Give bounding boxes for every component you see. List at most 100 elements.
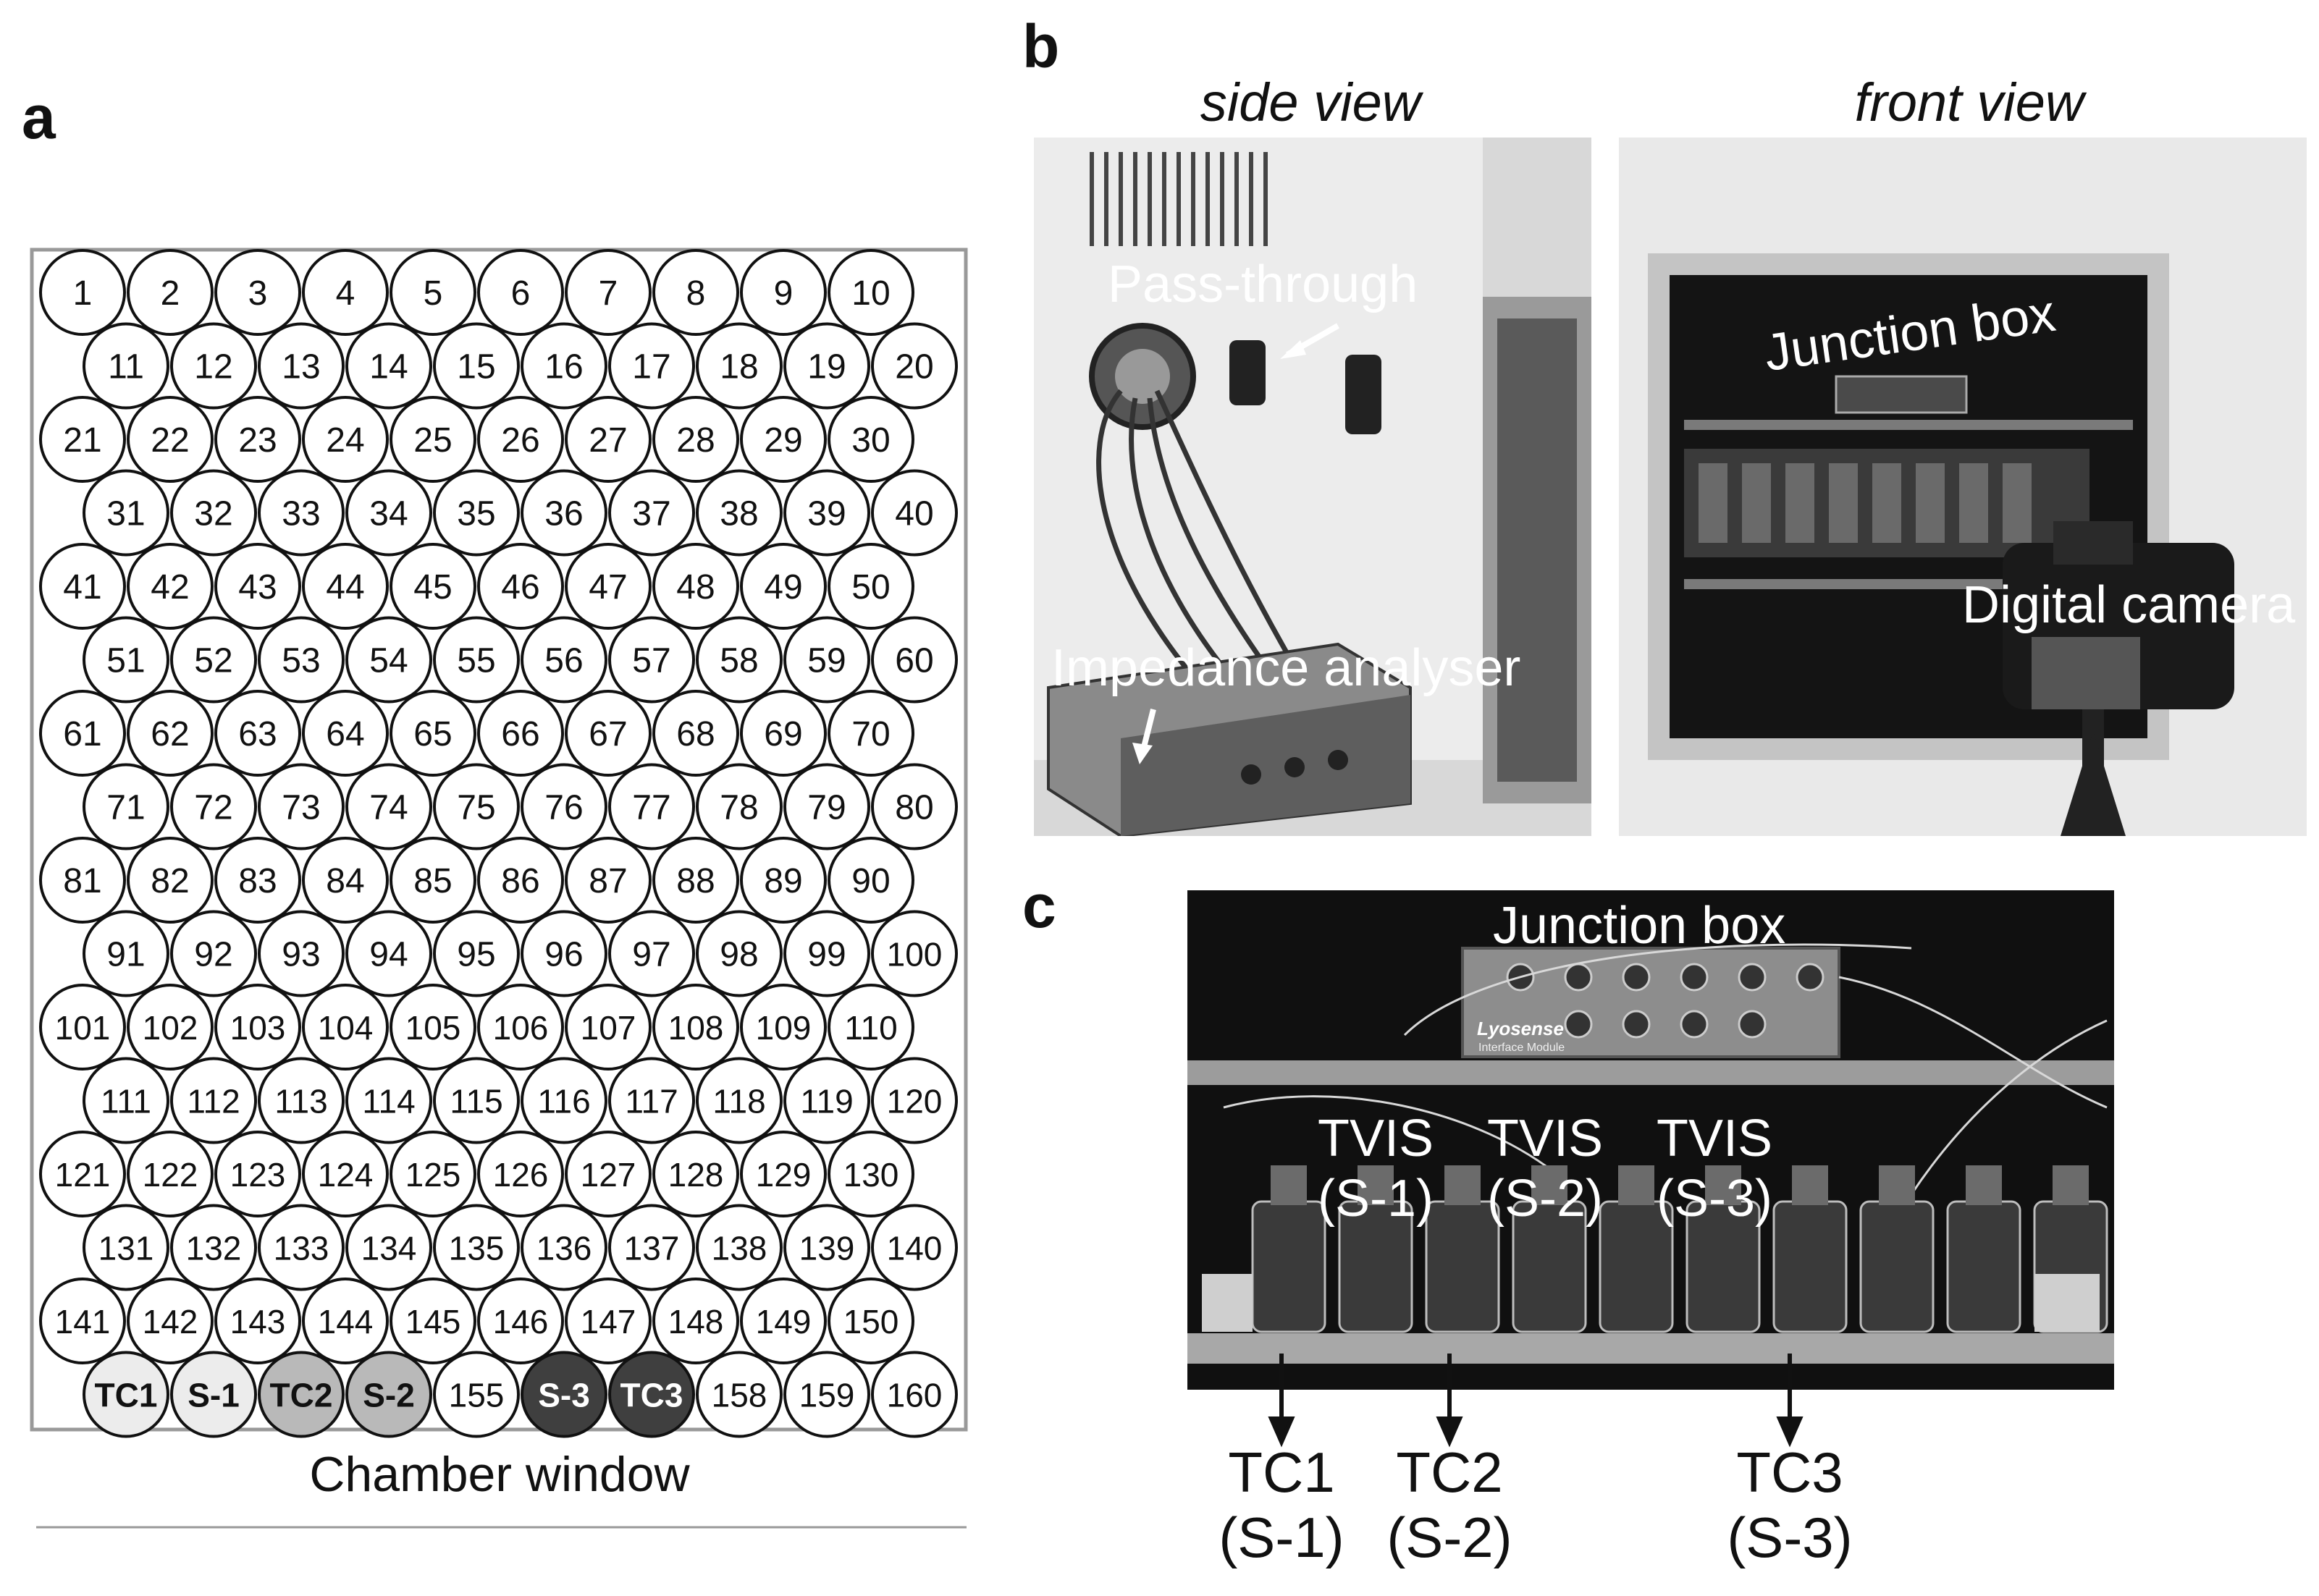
vial-label: 104 — [318, 1009, 374, 1047]
vial-label: 146 — [493, 1303, 549, 1340]
vial-position — [696, 1351, 783, 1438]
vial-position — [214, 837, 301, 924]
vial-label: 21 — [63, 421, 101, 460]
vial-label: 46 — [501, 568, 539, 607]
vial-label: 155 — [449, 1377, 505, 1414]
tc3-caption: TC3 (S-3) — [1717, 1440, 1862, 1570]
vial-position — [521, 322, 607, 410]
vial-position — [871, 1351, 958, 1438]
vial-label: 56 — [544, 642, 583, 680]
vial-label: 10 — [851, 274, 890, 313]
vial-position — [433, 469, 520, 557]
vial-label: 128 — [668, 1156, 724, 1194]
vial-label: 11 — [108, 348, 144, 387]
vial-position — [871, 616, 958, 704]
vial-label: 92 — [194, 936, 232, 974]
vial-position — [390, 1278, 476, 1364]
vial-position — [783, 1204, 870, 1291]
vial-label: 60 — [895, 642, 933, 680]
vial-label: 96 — [544, 936, 583, 974]
vial-position — [652, 396, 739, 483]
vial-label: 141 — [55, 1303, 111, 1340]
vial-position — [740, 396, 827, 483]
vial-position — [608, 616, 695, 704]
vial-position — [127, 396, 214, 483]
vial-position — [214, 396, 301, 483]
vial-position — [390, 984, 476, 1071]
vial-label: 50 — [851, 568, 890, 607]
vial-position — [258, 469, 345, 557]
vial-label: 76 — [544, 789, 583, 827]
vials — [1251, 1200, 2108, 1333]
vial-label: 97 — [632, 936, 670, 974]
vial-position — [345, 1351, 432, 1438]
vial-label: 17 — [632, 348, 670, 387]
vial-label: 29 — [764, 421, 802, 460]
vial-label: 38 — [720, 495, 758, 533]
vial-position — [871, 322, 958, 410]
vial-position — [39, 396, 126, 483]
vial-position — [565, 249, 652, 336]
vial-position — [740, 249, 827, 336]
vial-label: 126 — [493, 1156, 549, 1194]
vial-position — [871, 763, 958, 850]
vial-label: 33 — [282, 495, 320, 533]
shelf-photo: Lyosense Interface Module — [1187, 890, 2114, 1390]
vial-position — [258, 322, 345, 410]
vial-label: 80 — [895, 789, 933, 827]
vial-position — [828, 543, 914, 630]
tc-arrows — [1268, 1354, 1804, 1448]
vial-label: 149 — [756, 1303, 812, 1340]
vial-position — [258, 1351, 345, 1438]
vial-label: 132 — [186, 1230, 242, 1267]
vial-label: 142 — [143, 1303, 198, 1340]
vial-position — [696, 763, 783, 850]
vial-label: 28 — [676, 421, 715, 460]
vial-label: 98 — [720, 936, 758, 974]
vial-label: 95 — [457, 936, 495, 974]
vial-position — [258, 763, 345, 850]
vial-position — [170, 469, 257, 557]
vial-position — [696, 1204, 783, 1291]
vial-position — [127, 690, 214, 777]
vial-label: S-1 — [188, 1377, 240, 1414]
vial-position — [477, 249, 564, 336]
vial-position — [170, 763, 257, 850]
vial-label: 119 — [800, 1083, 853, 1120]
vial-position — [83, 763, 169, 850]
vial-position — [433, 1351, 520, 1438]
vial-label: 158 — [712, 1377, 767, 1414]
vial-label: 4 — [336, 274, 355, 313]
vial-position — [39, 837, 126, 924]
vial-label: 116 — [537, 1083, 590, 1120]
impedance-analyser-label: Impedance analyser — [1051, 639, 1521, 697]
vial-position — [565, 984, 652, 1071]
vial-position — [127, 984, 214, 1071]
vial-label: 105 — [405, 1009, 461, 1047]
vial-label: 73 — [282, 789, 320, 827]
vial-label: 3 — [248, 274, 268, 313]
vial-label: 93 — [282, 936, 320, 974]
vial-label: 101 — [55, 1009, 111, 1047]
vial-label: 8 — [686, 274, 706, 313]
vial-position — [828, 984, 914, 1071]
vial-label: 103 — [230, 1009, 286, 1047]
vial-position — [127, 543, 214, 630]
vial-position — [390, 690, 476, 777]
vial-label: 62 — [151, 715, 189, 753]
vial-label: 7 — [599, 274, 618, 313]
vial-label: 42 — [151, 568, 189, 607]
vial-label: 136 — [536, 1230, 592, 1267]
vial-position — [345, 910, 432, 997]
vial-position — [783, 469, 870, 557]
vial-label: 86 — [501, 862, 539, 900]
vial-position — [783, 616, 870, 704]
vial-label: 35 — [457, 495, 495, 533]
vial-position — [214, 984, 301, 1071]
vial-position — [521, 616, 607, 704]
vial-position — [127, 249, 214, 336]
vial-position — [214, 249, 301, 336]
tc2-name: TC2 — [1396, 1440, 1503, 1504]
vial-label: 24 — [326, 421, 364, 460]
